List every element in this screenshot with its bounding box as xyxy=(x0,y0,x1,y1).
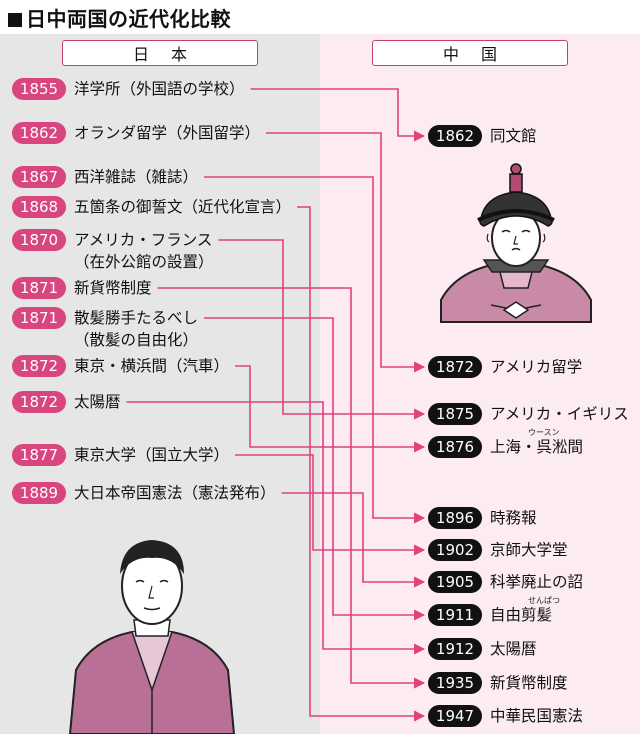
page-title: 日中両国の近代化比較 xyxy=(8,3,231,32)
japan-event-label: 新貨幣制度 xyxy=(74,279,152,297)
china-event-label: 京師大学堂 xyxy=(490,541,568,559)
japan-event-label: 五箇条の御誓文（近代化宣言） xyxy=(74,198,292,216)
title-square-icon xyxy=(8,13,22,27)
japan-event: 1871 新貨幣制度 xyxy=(12,277,152,299)
ruby-annotation: ウースン xyxy=(528,428,560,437)
japan-event: 1872 太陽暦 xyxy=(12,391,121,413)
china-year-badge: 1875 xyxy=(428,403,482,425)
connector-line xyxy=(266,132,426,373)
connector-line xyxy=(204,176,426,524)
japan-year-badge: 1855 xyxy=(12,78,66,100)
china-event-label: 中華民国憲法 xyxy=(490,707,584,725)
japan-event: 1862 オランダ留学（外国留学） xyxy=(12,122,260,144)
japan-event-label: アメリカ・フランス （在外公館の設置） xyxy=(74,231,214,271)
china-event: 1876 上海・呉淞間ウースン xyxy=(428,428,584,458)
china-event: 1912 太陽暦 xyxy=(428,638,537,660)
ruby-annotation: せんぱつ xyxy=(528,596,560,605)
china-event: 1902 京師大学堂 xyxy=(428,539,568,561)
japan-event: 1877 東京大学（国立大学） xyxy=(12,444,229,466)
japan-event: 1867 西洋雑誌（雑誌） xyxy=(12,166,198,188)
china-year-badge: 1902 xyxy=(428,539,482,561)
connector-line xyxy=(157,287,426,689)
china-event: 1875 アメリカ・イギリス xyxy=(428,403,629,425)
chinese-official-illustration xyxy=(440,163,592,323)
japan-year-badge: 1872 xyxy=(12,355,66,377)
connector-line xyxy=(297,206,426,722)
china-event-label: アメリカ留学 xyxy=(490,358,583,376)
connector-line xyxy=(250,88,426,142)
japan-year-badge: 1872 xyxy=(12,391,66,413)
china-year-badge: 1947 xyxy=(428,705,482,727)
japan-event: 1871 散髪勝手たるべし （散髪の自由化） xyxy=(12,307,198,351)
connector-line xyxy=(218,239,426,420)
japan-event-label: 大日本帝国憲法（憲法発布） xyxy=(74,484,276,502)
china-event: 1947 中華民国憲法 xyxy=(428,705,583,727)
china-event-label: 自由剪髪 xyxy=(490,606,553,624)
connector-line xyxy=(235,454,426,556)
china-event: 1872 アメリカ留学 xyxy=(428,356,582,378)
japan-event-label: 洋学所（外国語の学校） xyxy=(74,80,245,98)
china-column-header: 中国 xyxy=(372,40,568,66)
china-event-label: アメリカ・イギリス xyxy=(490,405,629,423)
japan-year-badge: 1871 xyxy=(12,277,66,299)
china-year-badge: 1911 xyxy=(428,604,482,626)
china-event: 1862 同文館 xyxy=(428,125,537,147)
china-event: 1896 時務報 xyxy=(428,507,537,529)
japan-event: 1870 アメリカ・フランス （在外公館の設置） xyxy=(12,229,214,273)
china-event-label: 太陽暦 xyxy=(490,640,537,658)
connector-line xyxy=(126,401,426,655)
japan-column-header: 日本 xyxy=(62,40,258,66)
china-year-badge: 1912 xyxy=(428,638,482,660)
china-year-badge: 1876 xyxy=(428,436,482,458)
china-event-label: 同文館 xyxy=(490,127,537,145)
japan-year-badge: 1877 xyxy=(12,444,66,466)
japan-event-label: 太陽暦 xyxy=(74,393,121,411)
japan-event-label: 西洋雑誌（雑誌） xyxy=(74,168,199,186)
japanese-man-illustration xyxy=(68,540,236,734)
china-year-badge: 1935 xyxy=(428,672,482,694)
japan-event: 1868 五箇条の御誓文（近代化宣言） xyxy=(12,196,291,218)
china-event-label: 上海・呉淞間 xyxy=(490,438,584,456)
japan-year-badge: 1871 xyxy=(12,307,66,329)
japan-year-badge: 1867 xyxy=(12,166,66,188)
china-year-badge: 1905 xyxy=(428,571,482,593)
japan-event: 1855 洋学所（外国語の学校） xyxy=(12,78,245,100)
china-year-badge: 1896 xyxy=(428,507,482,529)
japan-event-label: 散髪勝手たるべし （散髪の自由化） xyxy=(74,309,199,349)
china-event: 1911 自由剪髪せんぱつ xyxy=(428,596,560,626)
japan-event-label: オランダ留学（外国留学） xyxy=(74,124,261,142)
china-event-label: 時務報 xyxy=(490,509,537,527)
china-event: 1905 科挙廃止の詔 xyxy=(428,571,583,593)
japan-year-badge: 1870 xyxy=(12,229,66,251)
japan-year-badge: 1868 xyxy=(12,196,66,218)
japan-event: 1889 大日本帝国憲法（憲法発布） xyxy=(12,482,276,504)
china-event-label: 科挙廃止の詔 xyxy=(490,573,584,591)
connector-line xyxy=(235,365,426,453)
china-year-badge: 1872 xyxy=(428,356,482,378)
japan-event: 1872 東京・横浜間（汽車） xyxy=(12,355,229,377)
china-event: 1935 新貨幣制度 xyxy=(428,672,568,694)
japan-event-label: 東京大学（国立大学） xyxy=(74,446,230,464)
japan-year-badge: 1889 xyxy=(12,482,66,504)
japan-year-badge: 1862 xyxy=(12,122,66,144)
japan-event-label: 東京・横浜間（汽車） xyxy=(74,357,230,375)
connector-line xyxy=(281,492,426,588)
connector-line xyxy=(204,317,426,621)
china-event-label: 新貨幣制度 xyxy=(490,674,568,692)
china-year-badge: 1862 xyxy=(428,125,482,147)
